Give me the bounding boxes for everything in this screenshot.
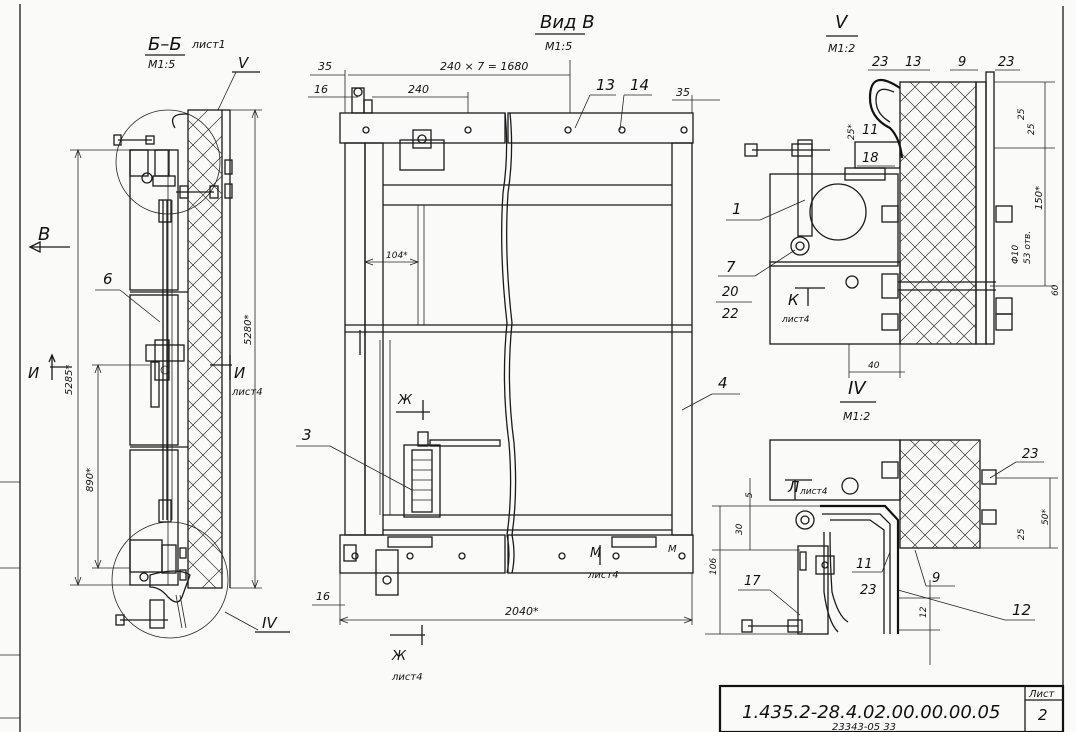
section-i-left-label: И xyxy=(28,364,39,382)
sheet-number: 2 xyxy=(1038,706,1048,724)
view-arrow-b-label: В xyxy=(38,224,50,245)
detail-iv-scale: М1:2 xyxy=(843,410,870,423)
dim-16a: 16 xyxy=(314,83,328,96)
dim-5: 5 xyxy=(745,492,755,498)
detail-iv-label-23b: 23 xyxy=(860,583,877,598)
dim-104: 104* xyxy=(386,251,408,261)
detail-v-scale: М1:2 xyxy=(828,42,855,55)
sheet-frame xyxy=(0,4,1064,732)
detail-iv-callout-circle xyxy=(111,521,229,639)
view-b-title: Вид В xyxy=(540,12,595,33)
dim-53-holes: 53 отв. xyxy=(1023,231,1033,264)
bolt-holes xyxy=(351,126,688,560)
dim-40: 40 xyxy=(868,361,880,371)
view-b: Вид В М1:5 xyxy=(296,12,740,683)
section-bb-view: Б–Б лист1 М1:5 V xyxy=(28,34,290,639)
detail-iv-label-11: 11 xyxy=(856,557,873,572)
callout-14-label: 14 xyxy=(630,76,649,94)
detail-iv-label-17: 17 xyxy=(744,574,761,589)
section-m-right-label: М xyxy=(668,544,677,555)
detail-v-callout-circle xyxy=(115,109,221,215)
section-m-sheet-ref: лист4 xyxy=(587,570,619,581)
detail-v-label-11: 11 xyxy=(862,123,879,138)
dim-240x7: 240 × 7 = 1680 xyxy=(440,60,528,73)
dim-30: 30 xyxy=(735,523,745,535)
dim-25-v2: 25 xyxy=(1027,123,1037,135)
callout-v-label: V xyxy=(238,54,250,72)
section-zh-sheet-ref: лист4 xyxy=(391,672,423,683)
callout-iv-label: IV xyxy=(262,614,278,632)
detail-iv-title: IV xyxy=(848,378,867,399)
mechanism-3 xyxy=(359,330,501,518)
dim-25-star: 25* xyxy=(847,124,857,140)
dim-12: 12 xyxy=(919,606,929,618)
detail-v-label-1: 1 xyxy=(732,200,742,218)
detail-v-label-22: 22 xyxy=(722,307,739,322)
detail-v-label-13: 13 xyxy=(905,55,922,70)
title-block: 1.435.2-28.4.02.00.00.00.05 Лист 2 23343… xyxy=(718,684,1065,732)
detail-v-sheet-ref: лист4 xyxy=(781,315,810,325)
section-bb-scale: М1:5 xyxy=(148,58,175,71)
insulation-hatch xyxy=(187,109,223,589)
dim-phi10: Ф10 xyxy=(1011,245,1021,264)
detail-v-label-23b: 23 xyxy=(998,55,1015,70)
callout-6-label: 6 xyxy=(103,270,113,288)
detail-v-label-18: 18 xyxy=(862,151,879,166)
footer-code: 23343-05 33 xyxy=(832,722,896,732)
detail-v-label-7: 7 xyxy=(726,258,736,276)
section-i-sheet-ref: лист4 xyxy=(231,387,263,398)
detail-iv: IV М1:2 5 30 106 xyxy=(705,378,1058,665)
detail-v-title: V xyxy=(835,12,849,33)
detail-v-label-20: 20 xyxy=(722,285,739,300)
section-i-right-label: И xyxy=(234,364,245,382)
section-bb-sheet-ref: лист1 xyxy=(191,38,226,51)
dim-5280: 5280* xyxy=(243,315,254,345)
dim-35b: 35 xyxy=(676,86,690,99)
dim-150: 150* xyxy=(1034,186,1045,210)
dim-50: 50* xyxy=(1041,509,1051,525)
dim-25-iv: 25 xyxy=(1017,528,1027,540)
detail-iv-insulation-hatch xyxy=(899,439,981,549)
dim-890: 890* xyxy=(85,468,96,492)
callout-13-label: 13 xyxy=(596,76,615,94)
section-zh-bottom-label: Ж xyxy=(391,649,407,664)
dim-106: 106 xyxy=(709,558,719,575)
sheet-label: Лист xyxy=(1028,689,1056,700)
drawing-designation: 1.435.2-28.4.02.00.00.00.05 xyxy=(742,702,1000,723)
callout-3-label: 3 xyxy=(302,426,312,444)
dim-25-v1: 25 xyxy=(1017,108,1027,120)
detail-v-label-23a: 23 xyxy=(872,55,889,70)
detail-iv-label-9: 9 xyxy=(932,571,940,586)
dim-5285: 5285* xyxy=(64,365,75,395)
section-zh-top-label: Ж xyxy=(397,393,413,408)
dim-240: 240 xyxy=(408,83,429,96)
dim-2040: 2040* xyxy=(505,605,539,618)
detail-iv-sheet-ref: лист4 xyxy=(799,487,828,497)
detail-iv-label-l: Л xyxy=(787,478,799,496)
detail-v: V М1:2 xyxy=(716,12,1061,378)
detail-iv-label-23a: 23 xyxy=(1022,447,1039,462)
dim-16b: 16 xyxy=(316,590,330,603)
section-bb-title: Б–Б xyxy=(148,34,182,55)
detail-v-label-9: 9 xyxy=(958,55,966,70)
detail-v-insulation-hatch xyxy=(899,81,977,345)
dim-60: 60 xyxy=(1051,284,1061,296)
dim-35a: 35 xyxy=(318,60,332,73)
detail-v-label-k: К xyxy=(788,291,800,309)
section-m-label: М xyxy=(590,546,601,561)
detail-iv-label-12: 12 xyxy=(1012,601,1031,619)
callout-4-label: 4 xyxy=(718,374,728,392)
view-b-scale: М1:5 xyxy=(545,40,572,53)
